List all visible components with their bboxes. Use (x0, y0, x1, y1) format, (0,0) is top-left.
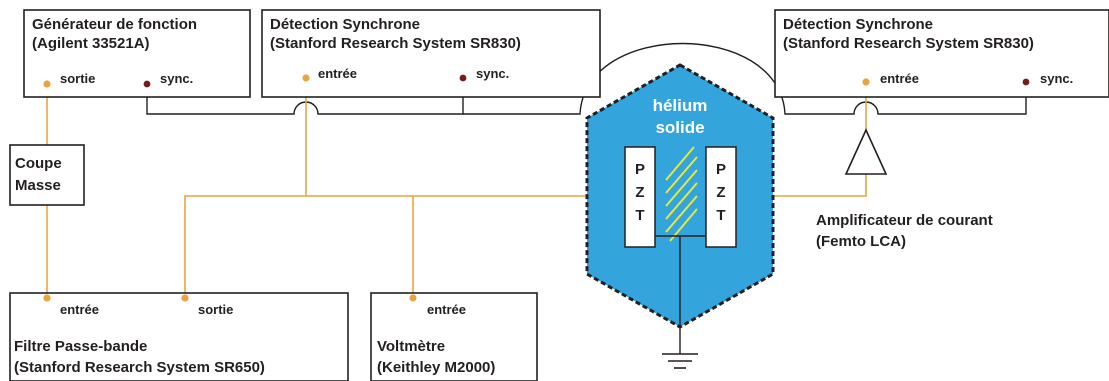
voltmeter-input-port[interactable] (409, 294, 417, 302)
lockin2-sync-port[interactable] (1022, 78, 1030, 86)
generator-title-line1: Générateur de fonction (32, 16, 197, 33)
voltmeter-title-line2: (Keithley M2000) (377, 359, 495, 376)
sync-wire-arc (463, 42, 1027, 115)
lockin1-title-line2: (Stanford Research System SR830) (270, 35, 521, 52)
bandpass-filter[interactable]: entrée sortie Filtre Passe-bande (Stanfo… (9, 292, 349, 381)
filter-output-label: sortie (198, 302, 233, 317)
filter-output-port[interactable] (181, 294, 189, 302)
filter-title-line1: Filtre Passe-bande (14, 338, 147, 355)
lockin2-title-line2: (Stanford Research System SR830) (783, 35, 1034, 52)
ground-breaker[interactable]: Coupe Masse (9, 144, 85, 206)
splitter-line2: Masse (15, 177, 61, 194)
crystal-hatching (665, 146, 698, 242)
generator-title-line2: (Agilent 33521A) (32, 35, 150, 52)
voltmeter[interactable]: entrée Voltmètre (Keithley M2000) (370, 292, 538, 381)
wire-filter-output (184, 195, 625, 298)
voltmeter-input-label: entrée (427, 302, 466, 317)
pzt-left (624, 146, 656, 248)
lockin2-title-line1: Détection Synchrone (783, 16, 933, 33)
filter-title-line2: (Stanford Research System SR650) (14, 359, 265, 376)
generator-sync-label: sync. (160, 71, 193, 86)
cell-label-line1: hélium (653, 96, 708, 115)
lockin-amplifier-2[interactable]: Détection Synchrone (Stanford Research S… (774, 9, 1109, 98)
helium-cell: hélium solide P Z T P Z T (585, 63, 775, 354)
lockin-amplifier-1[interactable]: Détection Synchrone (Stanford Research S… (261, 9, 601, 98)
pzt-right-letter-3: T (716, 207, 725, 224)
pzt-right (705, 146, 737, 248)
pzt-right-letter-1: P (716, 161, 726, 178)
lockin2-sync-label: sync. (1040, 71, 1073, 86)
filter-input-label: entrée (60, 302, 99, 317)
amplifier-label-line1: Amplificateur de courant (816, 212, 993, 229)
current-amplifier[interactable]: Amplificateur de courant (Femto LCA) (816, 128, 993, 250)
cell-label-line2: solide (655, 118, 704, 137)
ground-icon (662, 353, 698, 369)
lockin1-sync-port[interactable] (459, 74, 467, 82)
filter-input-port[interactable] (43, 294, 51, 302)
function-generator[interactable]: Générateur de fonction (Agilent 33521A) … (23, 9, 251, 98)
voltmeter-title-line1: Voltmètre (377, 338, 445, 355)
generator-output-label: sortie (60, 71, 95, 86)
pzt-left-letter-1: P (635, 161, 645, 178)
lockin2-input-label: entrée (880, 71, 919, 86)
pzt-left-letter-3: T (635, 207, 644, 224)
lockin1-title-line1: Détection Synchrone (270, 16, 420, 33)
lockin1-sync-label: sync. (476, 66, 509, 81)
pzt-left-letter-2: Z (635, 184, 644, 201)
generator-sync-port[interactable] (143, 80, 151, 88)
wire-pzt-to-amplifier (734, 174, 867, 197)
lockin2-input-port[interactable] (862, 78, 870, 86)
splitter-line1: Coupe (15, 155, 62, 172)
amplifier-label-line2: (Femto LCA) (816, 233, 906, 250)
lockin1-input-port[interactable] (302, 74, 310, 82)
generator-output-port[interactable] (43, 80, 51, 88)
amplifier-triangle-icon (844, 128, 888, 175)
lockin1-input-label: entrée (318, 66, 357, 81)
pzt-right-letter-2: Z (716, 184, 725, 201)
